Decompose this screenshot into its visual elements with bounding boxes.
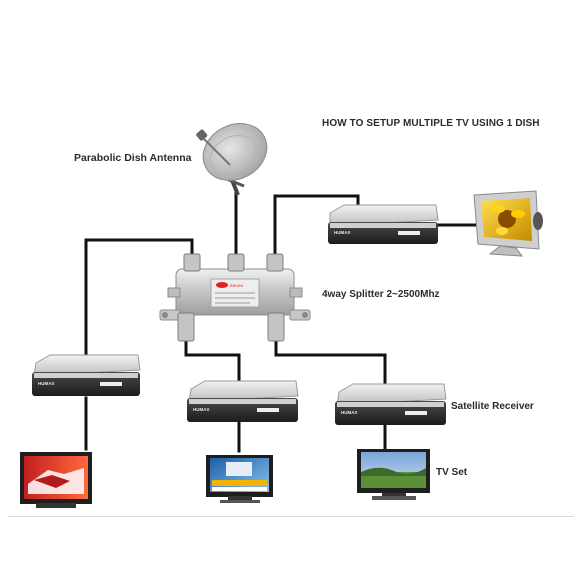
receiver-left: HUMAX [32, 354, 141, 396]
splitter-brand-text: BIKANI [230, 283, 243, 288]
cable-splitter-to-receiver-middle [184, 340, 241, 382]
receiver-label: Satellite Receiver [451, 401, 534, 412]
tv-bottom-middle-icon [206, 455, 273, 503]
tv-bottom-left-icon [20, 452, 92, 508]
tv-bottom-right-icon [357, 449, 430, 500]
tv-label: TV Set [436, 467, 468, 478]
cable-splitter-to-receiver-left [84, 238, 194, 359]
cable-splitter-to-receiver-right [274, 340, 387, 385]
dish-label: Parabolic Dish Antenna [74, 152, 192, 164]
receiver-logo-text: HUMAX [341, 410, 358, 415]
receiver-top: HUMAX [328, 204, 439, 244]
receiver-logo-text: HUMAX [38, 381, 55, 386]
divider [8, 516, 574, 517]
splitter-icon: BIKANI [159, 253, 311, 342]
receiver-right: HUMAX [335, 383, 447, 425]
tv-top-right-icon [473, 190, 543, 257]
cable-splitter-to-receiver-top [273, 194, 360, 260]
receiver-middle: HUMAX [187, 380, 299, 422]
parabolic-dish-icon [196, 123, 268, 196]
cables [84, 188, 478, 453]
receiver-logo-text: HUMAX [334, 230, 351, 235]
splitter-label: 4way Splitter 2~2500Mhz [322, 289, 440, 300]
receiver-logo-text: HUMAX [193, 407, 210, 412]
diagram-title: HOW TO SETUP MULTIPLE TV USING 1 DISH [322, 118, 540, 129]
